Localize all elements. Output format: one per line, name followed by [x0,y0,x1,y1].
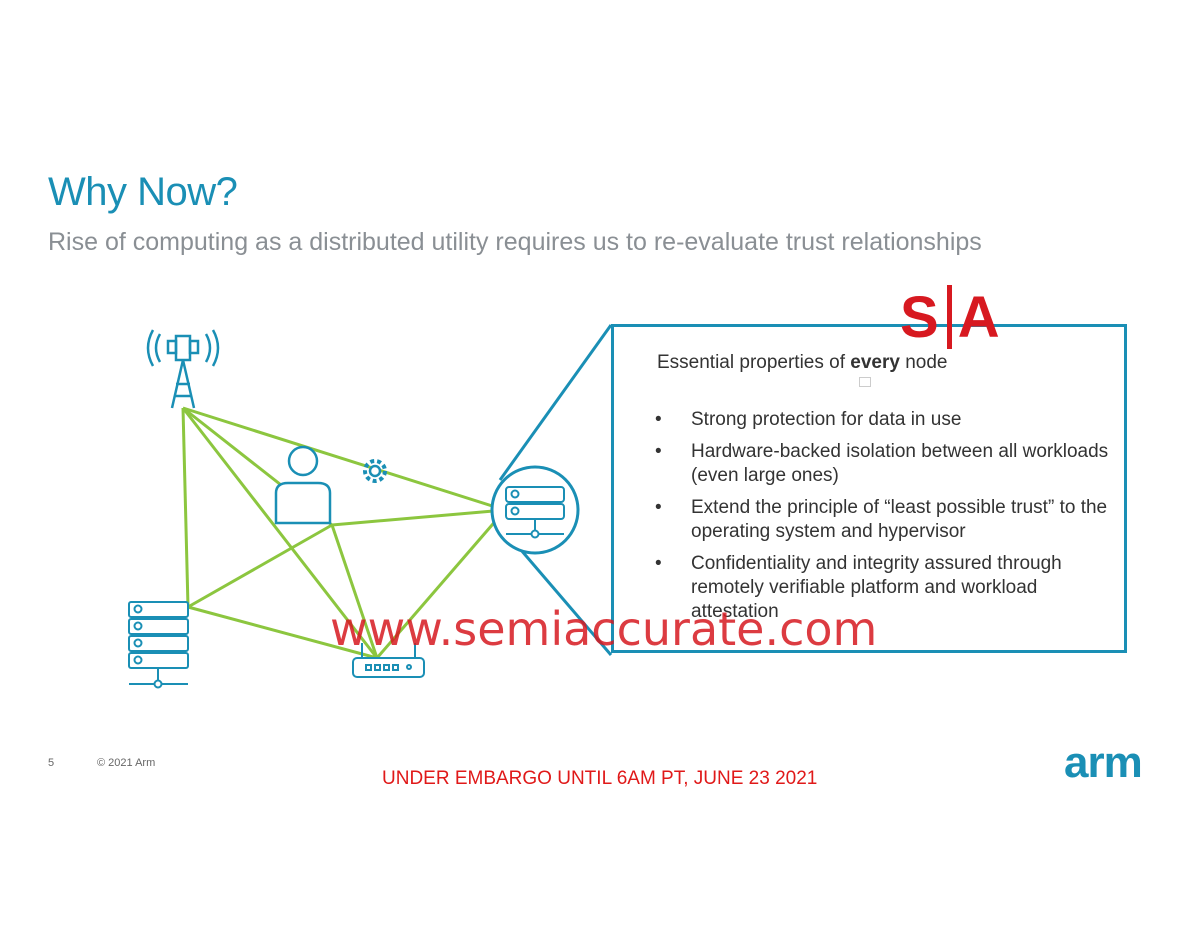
zoom-connector [498,324,613,656]
server-stack-icon [128,601,189,689]
page-number: 5 [48,757,55,769]
gear-icon [363,459,387,483]
slide-title: Why Now? [48,170,238,214]
server-icon [490,465,580,555]
watermark-url: www.semiaccurate.com [330,602,878,656]
list-item: •Confidentiality and integrity assured t… [655,553,1062,622]
list-item: •Extend the principle of “least possible… [655,497,1108,542]
panel-heading: Essential properties of every node [657,352,948,373]
list-item: •Strong protection for data in use [655,409,962,430]
copyright: © 2021 Arm [97,757,156,769]
placeholder-box [859,377,871,387]
user-icon [274,445,332,525]
list-item: •Hardware-backed isolation between all w… [655,441,1109,486]
properties-list: •Strong protection for data in use •Hard… [655,408,1115,632]
network-links [181,406,507,660]
cell-tower-icon [146,329,220,409]
node-properties-panel [611,324,1127,653]
arm-logo: arm [1064,738,1143,787]
router-icon [352,643,425,678]
slide-subtitle: Rise of computing as a distributed utili… [48,228,982,256]
embargo-notice: UNDER EMBARGO UNTIL 6AM PT, JUNE 23 2021 [382,768,818,789]
